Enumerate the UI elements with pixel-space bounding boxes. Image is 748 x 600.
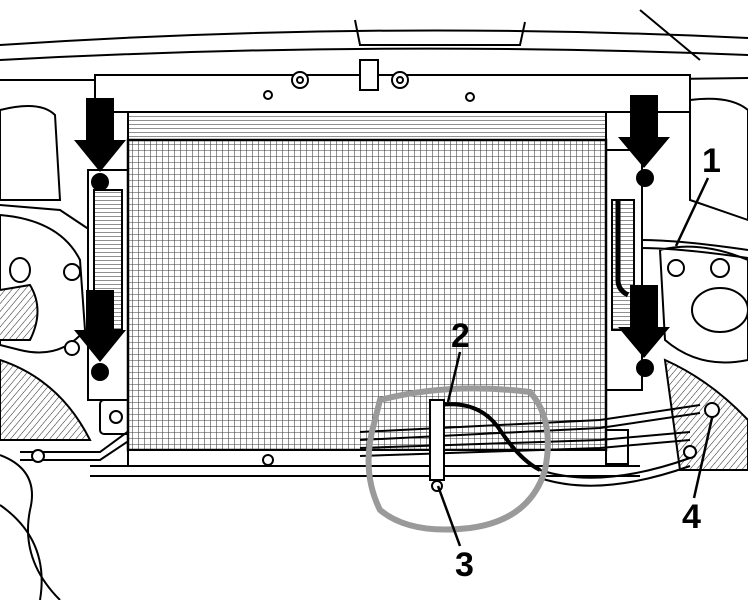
left-headlight-housing <box>0 105 92 441</box>
arrow-icon-bottom-right <box>618 285 670 358</box>
arrow-icon-bottom-left <box>74 290 126 362</box>
highlight-ring <box>365 385 551 533</box>
callout-label-4: 4 <box>682 498 701 536</box>
arrow-icon-top-left <box>74 98 126 172</box>
arrow-icon-top-right <box>618 95 670 168</box>
upper-crossmember <box>94 59 691 113</box>
callout-label-1: 1 <box>702 142 721 180</box>
right-mounting-bracket <box>605 149 654 465</box>
callout-label-2: 2 <box>451 317 470 355</box>
refrigerant-lines <box>359 399 720 492</box>
leader-lines <box>436 177 714 547</box>
callout-label-3: 3 <box>455 546 474 584</box>
condenser-core <box>126 111 608 467</box>
